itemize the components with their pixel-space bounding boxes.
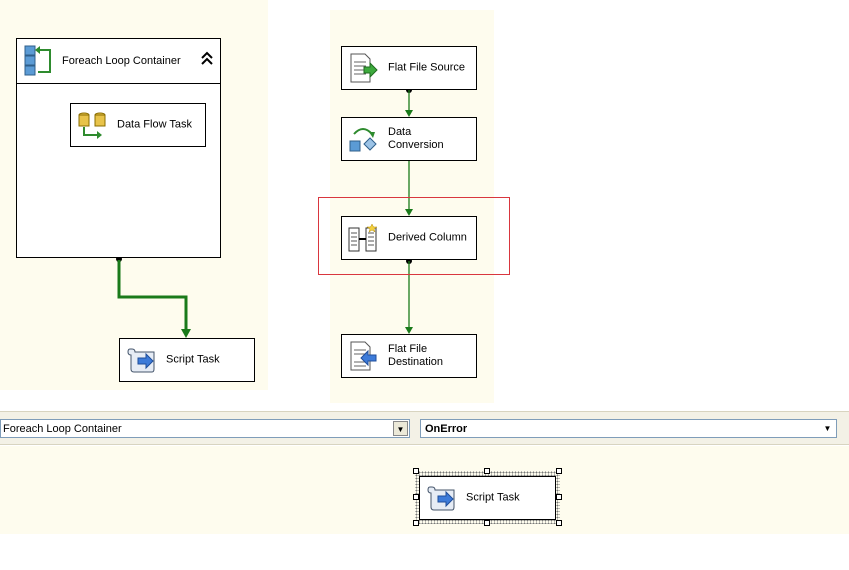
data-flow-task-label: Data Flow Task [117, 118, 192, 131]
script-task-icon [127, 348, 155, 373]
collapse-icon[interactable] [200, 49, 214, 69]
flat-file-destination[interactable]: Flat File Destination [341, 334, 477, 378]
flat-file-source-icon [350, 53, 378, 83]
derived-column-label: Derived Column [388, 231, 467, 244]
event-select-value: OnError [425, 423, 468, 435]
resize-handle[interactable] [556, 468, 562, 474]
derived-column[interactable]: Derived Column [341, 216, 477, 260]
resize-handle[interactable] [484, 468, 490, 474]
resize-handle[interactable] [413, 520, 419, 526]
data-conversion[interactable]: Data Conversion [341, 117, 477, 161]
chevron-down-icon[interactable]: ▼ [393, 421, 408, 436]
resize-handle[interactable] [556, 494, 562, 500]
data-conversion-label-line1: Data [388, 126, 412, 138]
event-script-task-label: Script Task [466, 491, 520, 504]
resize-handle[interactable] [413, 494, 419, 500]
chevron-down-icon[interactable]: ▼ [823, 424, 832, 433]
flat-file-destination-icon [350, 341, 377, 371]
flat-file-source-label: Flat File Source [388, 61, 466, 74]
data-flow-task[interactable]: Data Flow Task [70, 103, 206, 147]
data-conversion-icon [349, 128, 377, 152]
script-task-icon [427, 486, 455, 511]
resize-handle[interactable] [413, 468, 419, 474]
derived-column-icon [348, 223, 378, 252]
data-flow-task-icon [78, 112, 106, 139]
foreach-loop-icon [24, 45, 51, 76]
flat-file-destination-label-line1: Flat File [388, 343, 428, 355]
flat-file-destination-label-line2: Destination [388, 356, 444, 368]
script-task[interactable]: Script Task [119, 338, 255, 382]
foreach-loop-container[interactable]: Foreach Loop Container Data Flow Task [16, 38, 221, 258]
data-conversion-label: Data Conversion [388, 126, 472, 152]
executable-select-value: Foreach Loop Container [3, 423, 122, 435]
event-select[interactable]: OnError ▼ [420, 419, 837, 438]
data-conversion-label-line2: Conversion [388, 139, 444, 151]
resize-handle[interactable] [484, 520, 490, 526]
event-script-task[interactable]: Script Task [419, 476, 556, 520]
resize-handle[interactable] [556, 520, 562, 526]
container-header[interactable]: Foreach Loop Container [17, 39, 220, 84]
flat-file-destination-label: Flat File Destination [388, 343, 472, 369]
executable-select[interactable]: Foreach Loop Container ▼ [0, 419, 410, 438]
flat-file-source[interactable]: Flat File Source [341, 46, 477, 90]
container-title: Foreach Loop Container [62, 55, 181, 67]
script-task-label: Script Task [166, 353, 220, 366]
